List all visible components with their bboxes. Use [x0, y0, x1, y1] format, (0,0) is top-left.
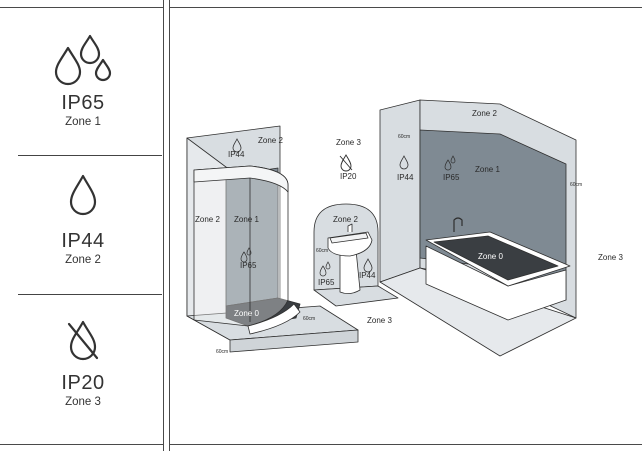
frame-bottom-right: [170, 444, 642, 445]
shower-zone0-label: Zone 0: [234, 309, 259, 318]
single-drop-icon: [69, 174, 97, 216]
bath-measure-right: 60cm: [570, 182, 582, 188]
frame-right-divider: [169, 0, 170, 451]
bath-floor-zone2: [379, 267, 577, 357]
drops-icon: [319, 261, 331, 277]
bath-zone3-right-label: Zone 3: [598, 253, 623, 262]
frame-left-divider: [163, 0, 164, 451]
bathroom-scene: IP44 Zone 2 Zone 2 Zone 1 IP65 Zone 0 60…: [170, 0, 642, 451]
basin-area: [313, 203, 399, 307]
legend-code: IP65: [61, 92, 105, 114]
basin-ip44-label: IP44: [359, 271, 376, 280]
bath-zone1-label: Zone 1: [475, 165, 500, 174]
legend-zone: Zone 1: [65, 116, 101, 128]
basin-measure-label: 60cm: [316, 248, 328, 254]
legend-panel: IP65 Zone 1 IP44 Zone 2 IP20 Zone 3: [0, 0, 166, 451]
three-drops-icon: [54, 34, 112, 86]
shower-enclosure-top: [193, 165, 289, 193]
bath-area: [379, 99, 577, 357]
bath-ip65-label: IP65: [443, 173, 460, 182]
shower-area: [186, 125, 359, 353]
legend-item-ip65: IP65 Zone 1: [0, 32, 166, 128]
frame-top-left: [0, 7, 163, 8]
basin-ip65-label: IP65: [318, 278, 335, 287]
bathroom-illustration: IP44 Zone 2 Zone 2 Zone 1 IP65 Zone 0 60…: [186, 99, 623, 357]
frame-top-right: [170, 7, 642, 8]
shower-zone1-label: Zone 1: [234, 215, 259, 224]
shower-measure-front: 60cm: [216, 349, 228, 355]
legend-code: IP20: [61, 372, 105, 394]
frame-bottom-left: [0, 444, 163, 445]
legend-divider-2: [18, 294, 162, 295]
drop-icon: [232, 138, 242, 153]
basin-zone2-label: Zone 2: [333, 215, 358, 224]
basin-rim: [329, 232, 369, 244]
middle-zone3-floor-label: Zone 3: [367, 316, 392, 325]
drops-icon: [240, 247, 252, 263]
legend-code: IP44: [61, 230, 105, 252]
shower-zone2-top-label: Zone 2: [258, 136, 283, 145]
drop-icon: [399, 155, 409, 170]
middle-ip20-label: IP20: [340, 172, 357, 181]
shower-base-front: [247, 303, 301, 335]
middle-zone3-label: Zone 3: [336, 138, 361, 147]
legend-item-ip20: IP20 Zone 3: [0, 318, 166, 408]
shower-measure-floor: 60cm: [303, 316, 315, 322]
shower-floor-extension: [229, 329, 359, 353]
crossed-drop-icon: [339, 154, 353, 172]
basin-tap: [347, 223, 353, 232]
shower-ip44-label: IP44: [228, 150, 245, 159]
bath-zone0-label: Zone 0: [478, 252, 503, 261]
drops-icon: [444, 155, 456, 171]
shower-zone2-left-label: Zone 2: [195, 215, 220, 224]
bath-measure-top: 60cm: [398, 134, 410, 140]
shower-enclosure: [193, 165, 289, 327]
legend-item-ip44: IP44 Zone 2: [0, 172, 166, 266]
bath-zone2-top-label: Zone 2: [472, 109, 497, 118]
shower-ip65-label: IP65: [240, 261, 257, 270]
bath-back-wall-zone2: [379, 99, 421, 283]
drop-icon: [363, 258, 373, 273]
crossed-drop-icon: [67, 320, 99, 361]
bath-ip44-label: IP44: [397, 173, 414, 182]
legend-zone: Zone 3: [65, 396, 101, 408]
bath-tap: [453, 217, 463, 232]
legend-zone: Zone 2: [65, 254, 101, 266]
basin-pedestal: [339, 249, 361, 294]
bath-zone0-water: [433, 235, 559, 281]
legend-divider-1: [18, 155, 162, 156]
